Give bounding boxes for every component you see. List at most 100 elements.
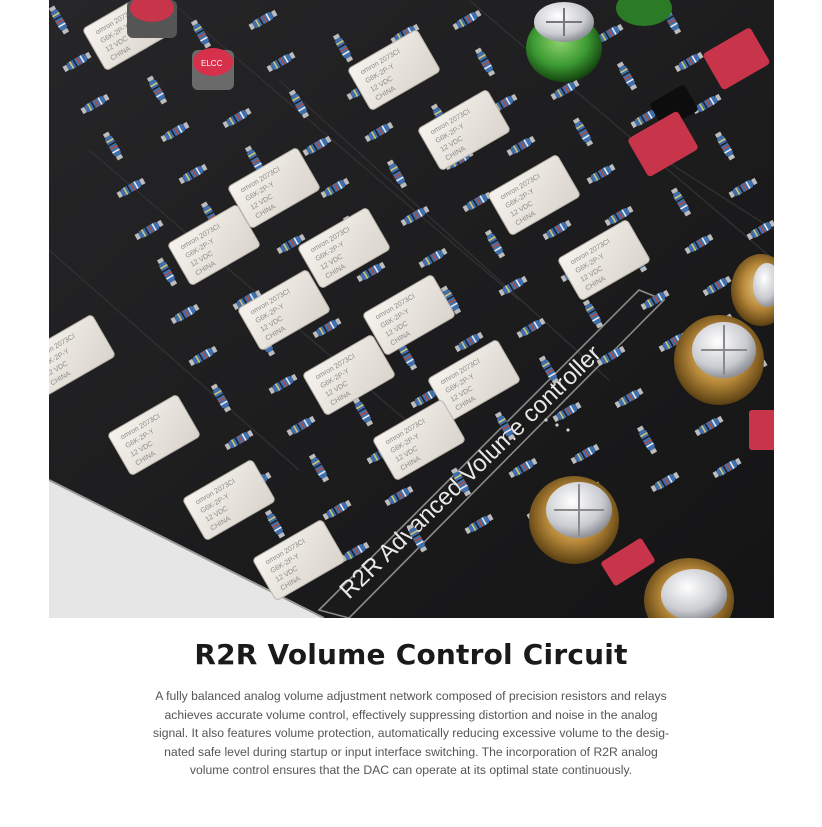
resistor	[474, 47, 496, 77]
resistor	[552, 401, 582, 423]
resistor	[332, 33, 354, 63]
resistor	[384, 485, 414, 507]
resistor	[386, 159, 408, 189]
resistor	[232, 289, 262, 311]
section-title: R2R Volume Control Circuit	[194, 638, 628, 671]
resistor	[248, 9, 278, 31]
resistor	[440, 285, 462, 315]
description-line: signal. It also features volume protecti…	[152, 726, 670, 741]
description-line: nated safe level during startup or input…	[164, 744, 658, 759]
smd-chip	[650, 85, 698, 129]
resistor	[288, 89, 310, 119]
resistor	[322, 499, 352, 521]
resistor	[62, 51, 92, 73]
description-line: achieves accurate volume control, effect…	[164, 707, 658, 722]
resistor	[49, 5, 70, 35]
resistor	[244, 145, 266, 175]
resistor	[712, 457, 742, 479]
resistor	[452, 9, 482, 31]
resistor	[494, 411, 516, 441]
resistor	[356, 261, 386, 283]
resistor	[170, 303, 200, 325]
resistor	[746, 219, 774, 241]
resistor	[714, 131, 736, 161]
resistor	[156, 257, 178, 287]
resistor	[116, 177, 146, 199]
resistor	[484, 229, 506, 259]
resistor	[418, 247, 448, 269]
resistor	[640, 289, 670, 311]
capacitor-green	[526, 0, 672, 82]
resistor	[454, 331, 484, 353]
resistor	[692, 93, 722, 115]
resistor	[134, 219, 164, 241]
resistor	[542, 219, 572, 241]
resistor	[268, 373, 298, 395]
resistor	[550, 79, 580, 101]
resistor	[146, 75, 168, 105]
resistor	[674, 51, 704, 73]
resistor	[160, 121, 190, 143]
resistor	[684, 233, 714, 255]
resistor	[616, 61, 638, 91]
resistor	[538, 355, 560, 385]
resistor	[506, 135, 536, 157]
capacitor-gold	[529, 254, 774, 618]
resistor	[352, 397, 374, 427]
resistor	[210, 383, 232, 413]
description-paragraph: A fully balanced analog volume adjustmen…	[150, 687, 672, 780]
resistor	[320, 177, 350, 199]
product-photo: R2R Advanced Volume controller omron 207…	[49, 0, 774, 618]
resistor	[630, 107, 660, 129]
capacitor-small: ELCC	[127, 0, 234, 90]
resistor	[410, 387, 440, 409]
resistor	[406, 523, 428, 553]
resistor	[102, 131, 124, 161]
resistor	[224, 429, 254, 451]
resistor	[264, 509, 286, 539]
resistor	[400, 205, 430, 227]
resistor	[614, 387, 644, 409]
resistor	[570, 443, 600, 465]
resistor	[276, 233, 306, 255]
resistor	[188, 345, 218, 367]
resistor	[190, 19, 212, 49]
silkscreen-frame	[317, 289, 666, 618]
resistor	[670, 187, 692, 217]
resistor	[178, 163, 208, 185]
description-line: A fully balanced analog volume adjustmen…	[155, 689, 667, 703]
resistor	[728, 177, 758, 199]
resistor	[302, 135, 332, 157]
resistor	[586, 163, 616, 185]
resistor	[450, 467, 472, 497]
resistor	[650, 471, 680, 493]
resistor	[572, 117, 594, 147]
resistor	[702, 275, 732, 297]
resistor	[604, 205, 634, 227]
resistor	[364, 121, 394, 143]
resistor	[498, 275, 528, 297]
resistor	[222, 107, 252, 129]
resistor	[596, 345, 626, 367]
resistor	[516, 317, 546, 339]
resistor	[308, 453, 330, 483]
resistor	[312, 317, 342, 339]
silkscreen-dots	[544, 418, 570, 432]
resistor	[266, 51, 296, 73]
description-line: volume control ensures that the DAC can …	[189, 763, 633, 778]
svg-text:ELCC: ELCC	[201, 59, 223, 68]
resistor	[80, 93, 110, 115]
resistor	[286, 415, 316, 437]
resistor	[464, 513, 494, 535]
